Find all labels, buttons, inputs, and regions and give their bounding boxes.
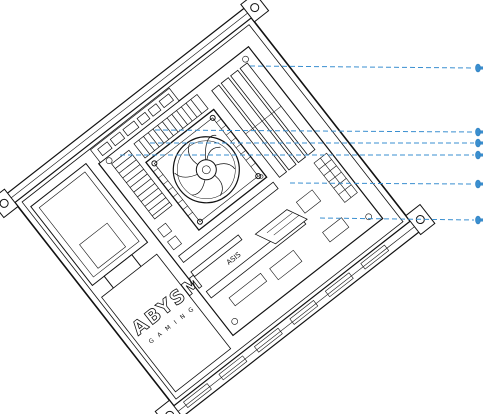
- chassis-inner: [21, 24, 404, 400]
- board-components: [105, 55, 372, 325]
- callout-leaders: [120, 65, 475, 221]
- case-assembly: ASIS ABYSM GAMING: [0, 0, 436, 414]
- cooler-fan-hub: [195, 159, 217, 181]
- screw-icon: [475, 179, 483, 189]
- vrm-heatsink: [111, 149, 173, 220]
- rear-io: [89, 87, 180, 163]
- screw-icon: [475, 127, 483, 137]
- screw-icon: [475, 138, 483, 148]
- screw-icon: [475, 215, 483, 225]
- case-bottom-panel: ABYSM GAMING: [101, 253, 232, 393]
- leader-line-6: [319, 217, 475, 221]
- screw-icon: [475, 150, 483, 160]
- leader-line-1: [249, 65, 475, 69]
- leader-line-2: [154, 129, 475, 133]
- vrm-heatsink-top: [133, 94, 209, 159]
- cooler-fins: [153, 118, 256, 217]
- atx-power-connector: [313, 152, 358, 203]
- leader-line-5: [289, 182, 475, 185]
- ram-slots: [211, 62, 316, 178]
- screw-callouts: [475, 63, 483, 225]
- front-rail-slots: [183, 244, 390, 408]
- screw-icon: [475, 63, 483, 73]
- chipset-heatsink: [254, 209, 308, 245]
- corner-brackets: [0, 0, 436, 414]
- motherboard: ASIS: [89, 45, 384, 337]
- cpu-cooler: [145, 108, 268, 232]
